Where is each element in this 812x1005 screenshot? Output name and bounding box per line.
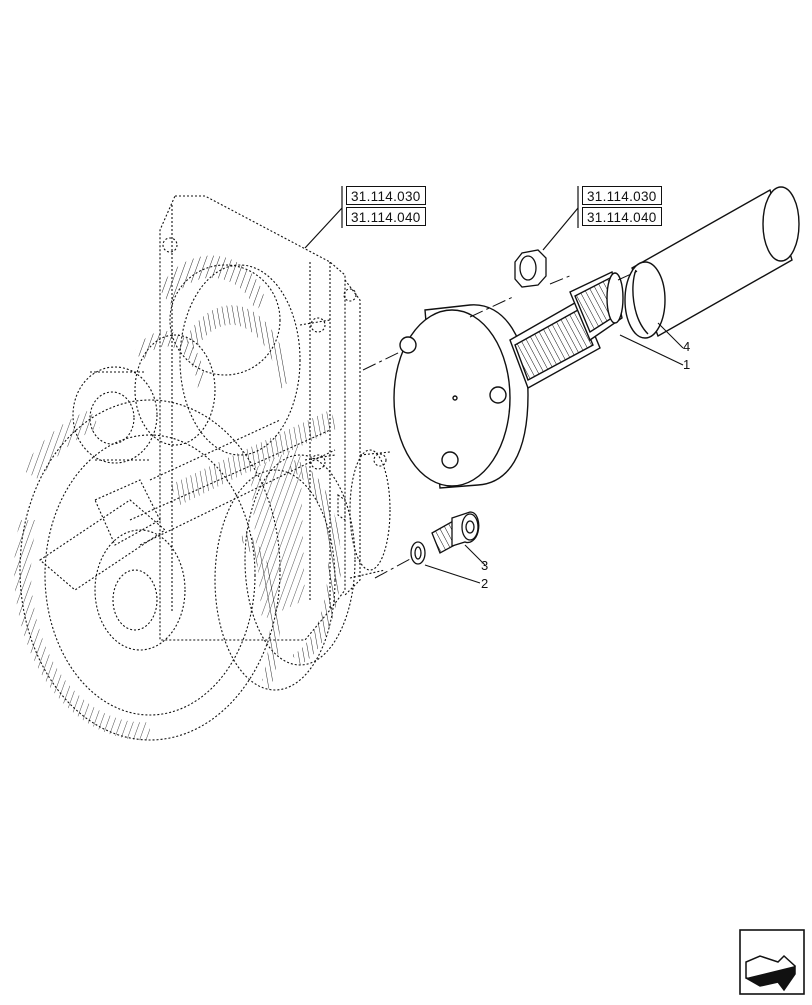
part-3-screw [431,511,480,554]
gear-teeth [14,255,341,741]
reference-box-right-2: 31.114.040 [582,207,662,226]
next-page-arrow-icon[interactable] [739,929,805,995]
reference-leaders [304,186,579,251]
reference-box-left-1: 31.114.030 [346,186,426,205]
reference-box-left-2: 31.114.040 [346,207,426,226]
part-2-washer [410,541,426,565]
callout-1: 1 [683,357,691,372]
part-1-flanged-shaft [393,270,624,489]
part-4-sleeve [624,186,800,339]
callout-2: 2 [481,576,489,591]
callout-3: 3 [481,558,489,573]
reference-box-right-1: 31.114.030 [582,186,662,205]
center-lines [362,269,641,579]
hex-nut [514,249,547,288]
callout-leaders [424,322,684,584]
callout-4: 4 [683,339,691,354]
